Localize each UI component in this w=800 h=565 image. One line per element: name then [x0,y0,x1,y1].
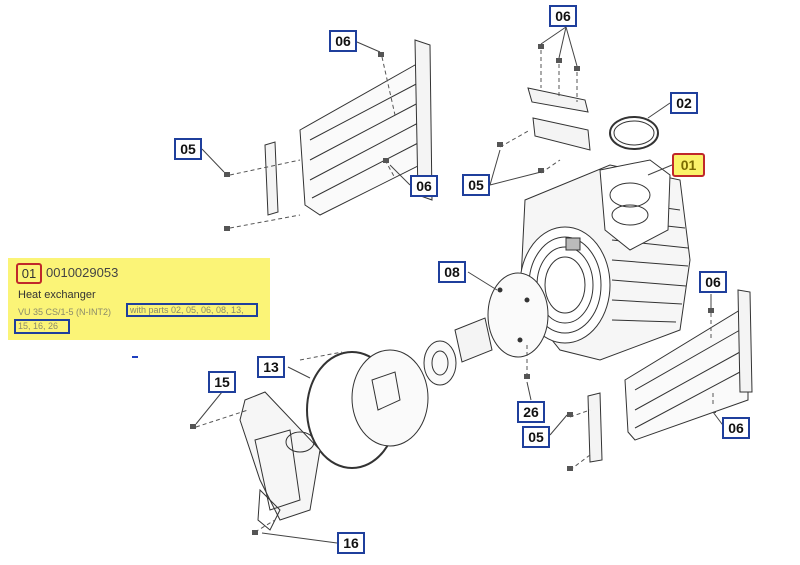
burner [423,317,493,386]
right-bracket [587,289,753,463]
callout-02[interactable]: 02 [670,92,698,114]
callout-16[interactable]: 16 [337,532,365,554]
callout-06-mid[interactable]: 06 [410,175,438,197]
insulation-disc [487,272,549,358]
callout-13[interactable]: 13 [257,356,285,378]
part-model: VU 35 CS/1-5 (N-INT2) [18,307,112,317]
callout-05-bottom[interactable]: 05 [522,426,550,448]
included-parts-line1[interactable]: with parts 02, 05, 06, 08, 13, [126,303,258,317]
callout-05-mid[interactable]: 05 [462,174,490,196]
part-code-badge: 01 [16,263,42,284]
part-number: 0010029053 [46,265,119,280]
callout-06-bottom-right[interactable]: 06 [722,417,750,439]
callout-06-right[interactable]: 06 [699,271,727,293]
part-title: Heat exchanger [18,289,96,301]
fan-housing [239,391,321,531]
upper-left-bracket [264,39,433,216]
included-parts-line2[interactable]: 15, 16, 26 [14,319,70,334]
callout-08[interactable]: 08 [438,261,466,283]
callout-06-top[interactable]: 06 [549,5,577,27]
small-link-mark[interactable] [132,356,138,358]
callout-26[interactable]: 26 [517,401,545,423]
callout-15[interactable]: 15 [208,371,236,393]
top-clamp-pieces [527,87,591,151]
callout-05-left[interactable]: 05 [174,138,202,160]
callout-06-top-left[interactable]: 06 [329,30,357,52]
part-info-panel: 01 0010029053 Heat exchanger VU 35 CS/1-… [8,258,270,340]
gasket-ring [609,116,659,150]
callout-01[interactable]: 01 [672,153,705,177]
burner-door [351,349,429,447]
